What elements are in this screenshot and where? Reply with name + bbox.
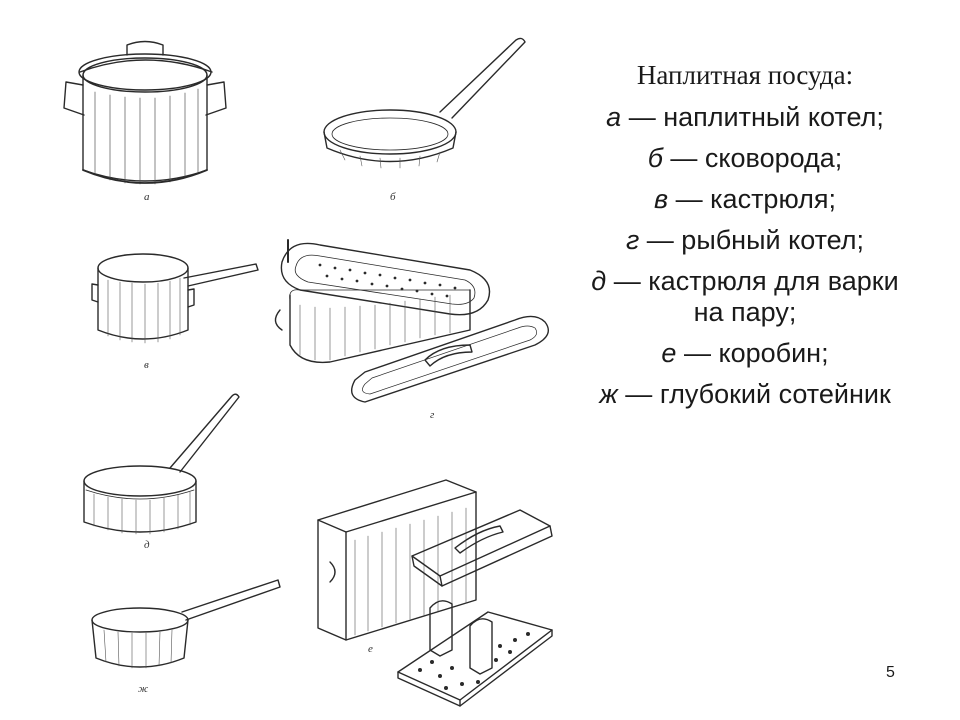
item-letter: а <box>606 102 622 132</box>
caption-item-zh: ж — глубокий сотейник <box>585 379 905 410</box>
caption-item-e: е — коробин; <box>585 338 905 369</box>
item-text: сковорода; <box>704 143 843 173</box>
figure-label-zh: ж <box>138 683 149 695</box>
illustrations: а б в г д е ж <box>63 37 553 707</box>
box-steamer-illustration <box>317 479 553 707</box>
item-dash: — <box>628 102 656 132</box>
item-letter: ж <box>599 379 618 409</box>
figure-label-v: в <box>144 359 149 371</box>
item-letter: г <box>625 225 640 255</box>
page-number: 5 <box>886 664 895 681</box>
figure-label-g: г <box>430 409 435 421</box>
caption-item-d: д — кастрюля для варки на пару; <box>585 266 905 328</box>
item-dash: — <box>675 184 703 214</box>
item-letter: в <box>654 184 669 214</box>
item-dash: — <box>646 225 674 255</box>
figure-label-a: а <box>144 191 150 203</box>
item-text: рыбный котел; <box>681 225 865 255</box>
caption-item-b: б — сковорода; <box>585 143 905 174</box>
item-letter: б <box>647 143 663 173</box>
steam-pot-illustration <box>83 393 240 535</box>
item-text: наплитный котел; <box>663 102 884 132</box>
frying-pan-illustration <box>323 37 526 169</box>
caption-item-g: г — рыбный котел; <box>585 225 905 256</box>
item-text: кастрюля; <box>710 184 836 214</box>
caption-item-v: в — кастрюля; <box>585 184 905 215</box>
figure-label-b: б <box>390 191 396 203</box>
figure-label-e: е <box>368 643 373 655</box>
item-text: кастрюля для варки на пару; <box>648 266 899 327</box>
item-text: коробин; <box>718 338 829 368</box>
stockpot-illustration <box>63 40 227 185</box>
item-text: глубокий сотейник <box>659 379 891 409</box>
item-dash: — <box>613 266 641 296</box>
item-dash: — <box>683 338 711 368</box>
saucepan-illustration <box>91 253 259 344</box>
figure-label-d: д <box>144 539 150 551</box>
item-dash: — <box>670 143 698 173</box>
item-dash: — <box>625 379 653 409</box>
caption-list: Наплитная посуда: а — наплитный котел; б… <box>585 58 905 420</box>
saute-pan-illustration <box>91 579 281 669</box>
fish-kettle-illustration <box>274 239 549 403</box>
item-letter: д <box>591 266 607 296</box>
caption-heading: Наплитная посуда: <box>636 60 854 90</box>
caption-item-a: а — наплитный котел; <box>585 102 905 133</box>
item-letter: е <box>661 338 677 368</box>
